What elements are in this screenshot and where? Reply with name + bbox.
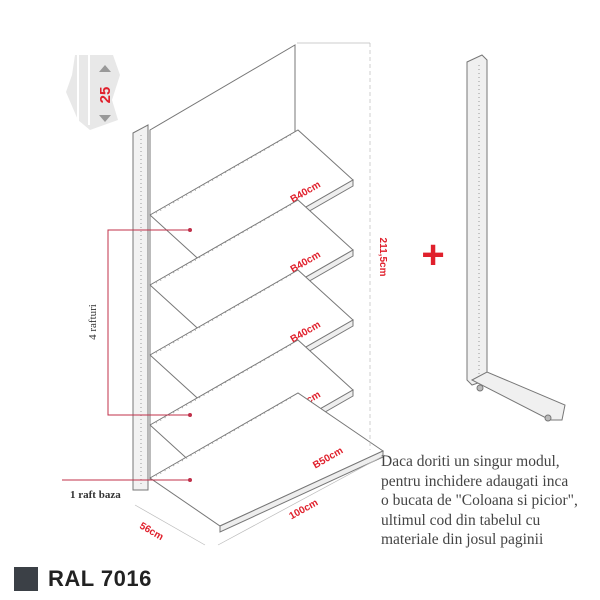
height-label: 211,5cm (377, 238, 388, 277)
note-line: o bucata de "Coloana si picior", (381, 492, 578, 509)
extra-column-and-foot (466, 54, 566, 422)
badge-number: 25 (97, 87, 114, 104)
color-swatch (14, 567, 38, 591)
shelf: B50cm (149, 392, 385, 533)
left-column (132, 124, 149, 491)
color-indicator: RAL 7016 (14, 566, 152, 592)
note-line: ultimul cod din tabelul cu (381, 511, 541, 529)
note-line: Daca doriti un singur modul, (381, 453, 560, 470)
width-label: 100cm (288, 497, 321, 522)
depth-label: 56cm (137, 521, 165, 543)
shelves: B40cmB40cmB40cmB40cmB50cm (149, 129, 385, 533)
plus-icon: + (421, 233, 444, 277)
hole-pitch-badge: 25 (66, 55, 120, 130)
single-module-note: Daca doriti un singur modul, pentru inch… (381, 452, 578, 550)
note-line: pentru inchidere adaugati inca (381, 472, 569, 490)
base-shelf-label: 1 raft baza (70, 489, 121, 501)
color-label: RAL 7016 (48, 566, 152, 591)
shelves-bracket (62, 229, 190, 481)
note-line: materiale din josul paginii (381, 531, 544, 548)
shelves-count-label: 4 rafturi (87, 304, 99, 340)
